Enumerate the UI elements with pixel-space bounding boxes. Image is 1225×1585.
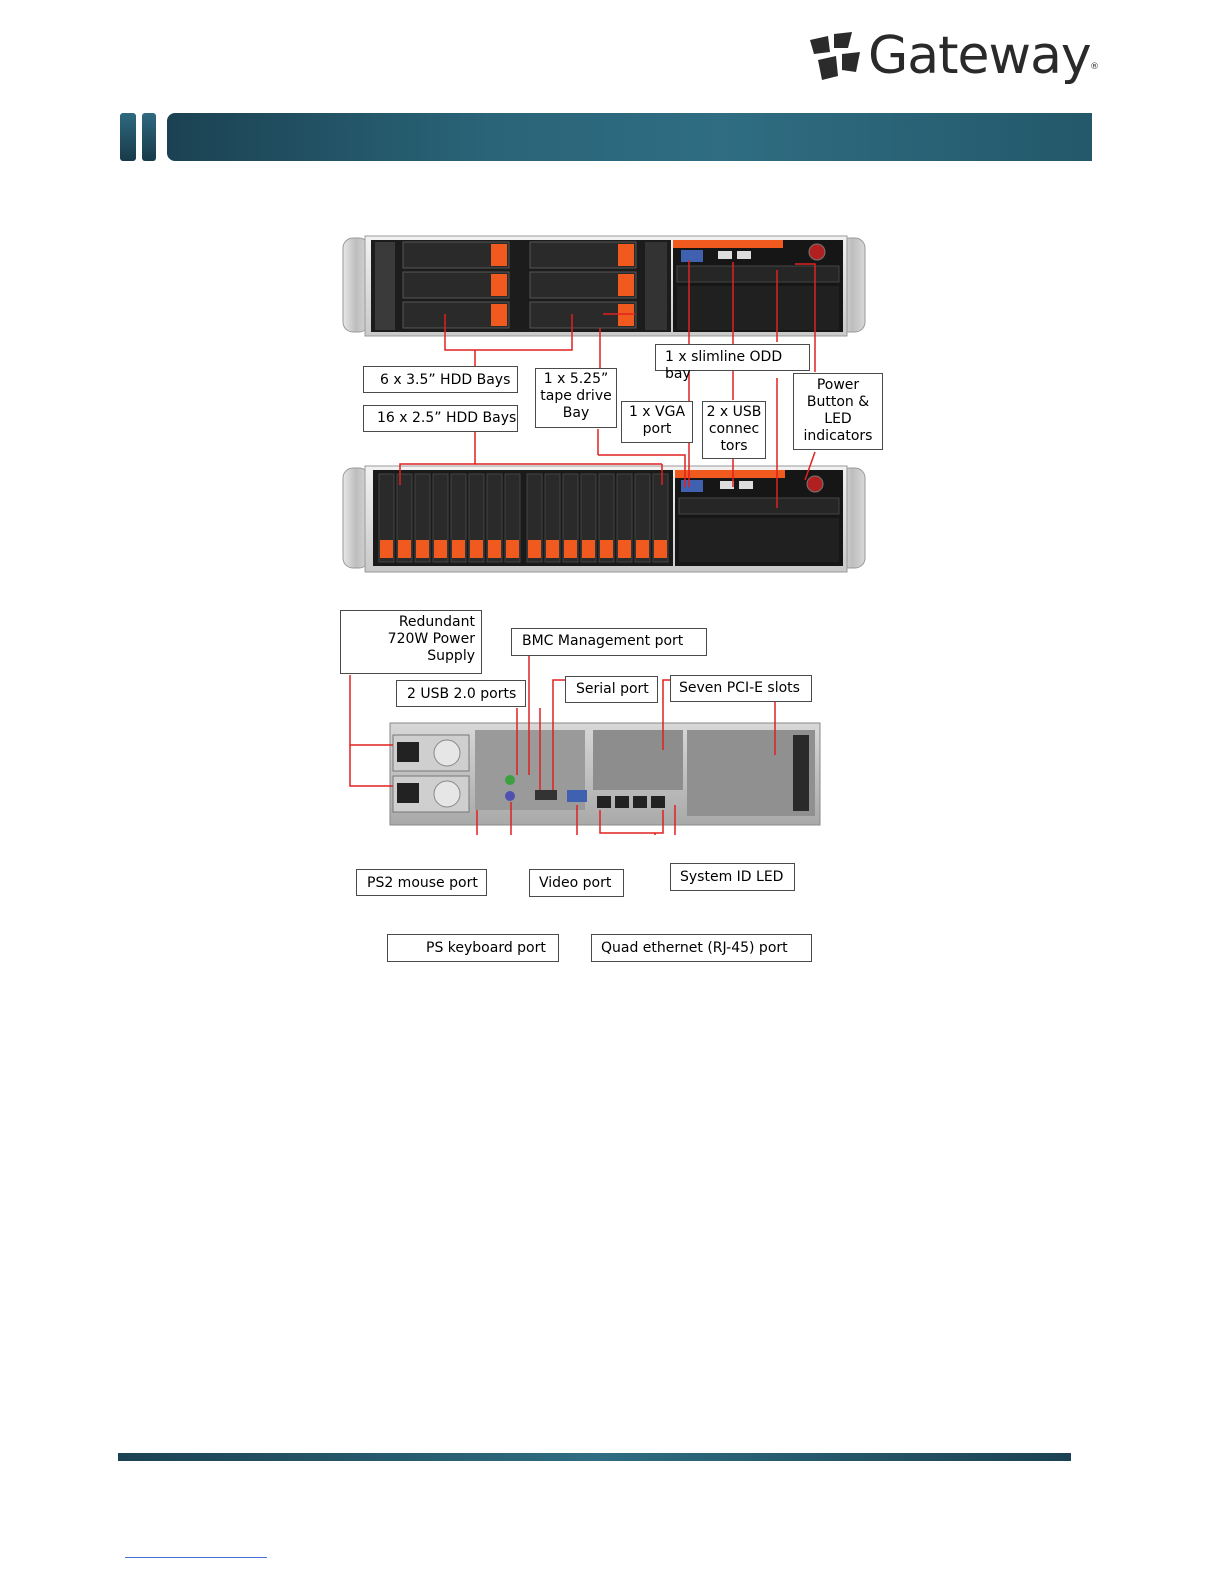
label-ps2-mouse: PS2 mouse port xyxy=(356,869,487,896)
label-system-id-led: System ID LED xyxy=(670,863,795,891)
label-rear-usb: 2 USB 2.0 ports xyxy=(396,680,526,707)
callout-lines xyxy=(349,260,816,835)
rear-server xyxy=(389,722,821,826)
label-vga-port: 1 x VGA port xyxy=(621,401,693,443)
label-bmc-port: BMC Management port xyxy=(511,628,707,656)
label-odd-bay: 1 x slimline ODD bay xyxy=(655,344,810,382)
label-video-port: Video port xyxy=(529,869,624,897)
label-quad-ethernet: Quad ethernet (RJ-45) port xyxy=(591,934,812,962)
header-band xyxy=(120,113,1092,161)
label-hdd-35: 6 x 3.5” HDD Bays xyxy=(363,366,518,393)
server-illustration xyxy=(342,235,866,835)
front-server-25 xyxy=(342,465,866,573)
footer-band xyxy=(118,1453,1071,1461)
registered-mark: ® xyxy=(1090,62,1099,72)
label-power-supply: Redundant 720W Power Supply xyxy=(340,610,482,674)
gateway-logo: Gateway ® xyxy=(808,26,1099,88)
label-ps-keyboard: PS keyboard port xyxy=(387,934,559,962)
label-power-button: Power Button & LED indicators xyxy=(793,373,883,450)
footer-link-underline xyxy=(125,1557,267,1558)
gateway-logo-icon xyxy=(810,32,860,80)
label-pcie-slots: Seven PCI-E slots xyxy=(670,675,812,702)
label-tape-drive: 1 x 5.25” tape drive Bay xyxy=(535,368,617,428)
gateway-wordmark: Gateway xyxy=(868,26,1092,86)
label-front-usb: 2 x USB connec tors xyxy=(702,401,766,459)
label-serial-port: Serial port xyxy=(565,676,658,703)
front-server-35 xyxy=(342,235,866,337)
label-hdd-25: 16 x 2.5” HDD Bays xyxy=(363,405,518,432)
